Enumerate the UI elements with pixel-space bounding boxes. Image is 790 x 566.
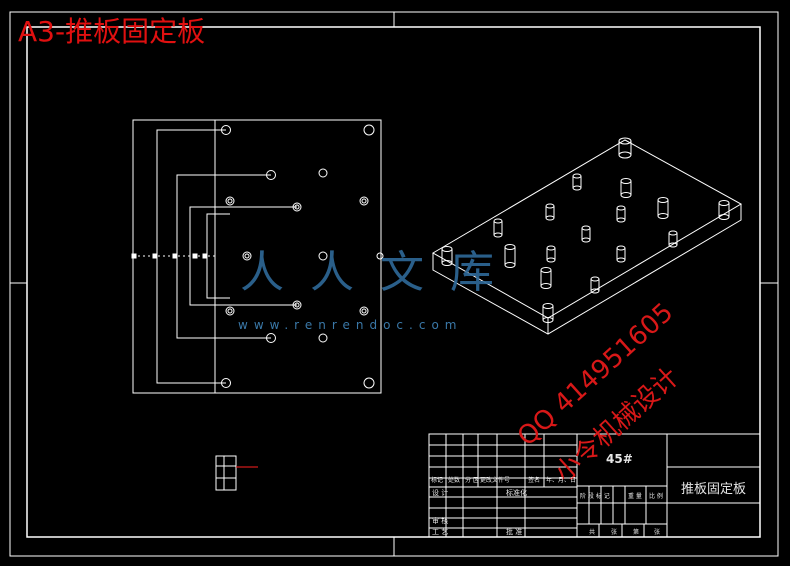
plate-hole [225, 306, 235, 316]
watermark-logo-text: 人人文库 [240, 247, 520, 298]
revision-header-cell: 分 区 [465, 477, 479, 484]
revision-header-cell: 标记 [431, 477, 444, 484]
stage-header-cell: 比 例 [649, 493, 663, 500]
pin-marker [202, 253, 208, 259]
iso-ejector-pin [540, 267, 552, 289]
plate-hole [376, 252, 384, 260]
revision-header-cell: 处数 [448, 477, 461, 484]
plate-hole [363, 124, 375, 136]
sheet-count-cell: 第 [633, 529, 640, 536]
plate-hole [359, 306, 369, 316]
plate-hole [225, 196, 235, 206]
plate-hole-inner [294, 204, 300, 210]
plate-hole-inner [361, 198, 367, 204]
plate-hole [221, 378, 231, 388]
section-view [215, 455, 258, 491]
iso-ejector-pin [618, 137, 632, 159]
sheet-count-cell: 共 [589, 529, 596, 536]
revision-header-cell: 签名 [528, 477, 541, 484]
sheet-count-cell: 张 [654, 529, 661, 536]
revision-header-cell: 年、月、日 [546, 477, 577, 484]
pin-marker [152, 253, 158, 259]
label-process: 工 艺 [432, 528, 449, 536]
iso-ejector-pin [546, 245, 556, 263]
plate-hole [318, 251, 328, 261]
stage-grid [588, 486, 647, 537]
part-name: 推板固定板 [681, 482, 747, 497]
plate-hole [242, 251, 252, 261]
plate-front-view [131, 119, 384, 394]
title-block-frame [428, 433, 761, 538]
plate-hole [266, 170, 276, 180]
iso-ejector-pin [718, 200, 730, 220]
plate-hole [266, 333, 276, 343]
plate-hole-inner [244, 253, 250, 259]
iso-ejector-pin [620, 178, 632, 198]
label-design: 设 计 [432, 489, 449, 497]
pin-marker [172, 253, 178, 259]
iso-ejector-pin [542, 303, 554, 323]
centering-marks [10, 12, 778, 556]
iso-ejector-pin [493, 218, 503, 238]
label-review: 审 核 [432, 517, 449, 525]
stage-header-cell: 阶 段 标 记 [580, 493, 610, 500]
plate-hole-inner [294, 302, 300, 308]
plate-hole [292, 300, 302, 310]
plate-hole-inner [227, 198, 233, 204]
iso-ejector-pin [572, 173, 582, 191]
sheet-count-cell: 张 [611, 529, 618, 536]
iso-ejector-pin [545, 203, 555, 221]
iso-ejector-pin [657, 197, 669, 219]
iso-ejector-pin [441, 246, 453, 266]
iso-ejector-pin [616, 245, 626, 263]
plate-isometric-view [431, 137, 743, 335]
plate-hole [318, 168, 328, 178]
plate-hole-inner [227, 308, 233, 314]
drawing-title: A3-推板固定板 [18, 15, 206, 48]
revision-header-cell: 更改文件号 [480, 477, 511, 484]
title-block [428, 433, 761, 538]
material-value: 45# [606, 452, 633, 466]
iso-ejector-pin [668, 230, 678, 248]
watermark-url: www.renrendoc.com [238, 318, 463, 332]
label-standardize: 标准化 [506, 489, 527, 497]
plate-hole [359, 196, 369, 206]
iso-ejector-pin [581, 225, 591, 243]
plate-hole [292, 202, 302, 212]
pin-marker [192, 253, 198, 259]
stage-header-cell: 重 量 [628, 493, 642, 500]
label-approve: 批 准 [506, 528, 523, 536]
iso-ejector-pin [590, 276, 600, 294]
revision-grid [429, 434, 577, 537]
iso-ejector-pin [616, 205, 626, 223]
iso-ejector-pin [504, 244, 516, 268]
plate-hole [318, 333, 328, 343]
plate-hole-inner [361, 308, 367, 314]
pin-marker [131, 253, 137, 259]
plate-hole [363, 377, 375, 389]
plate-hole [221, 125, 231, 135]
